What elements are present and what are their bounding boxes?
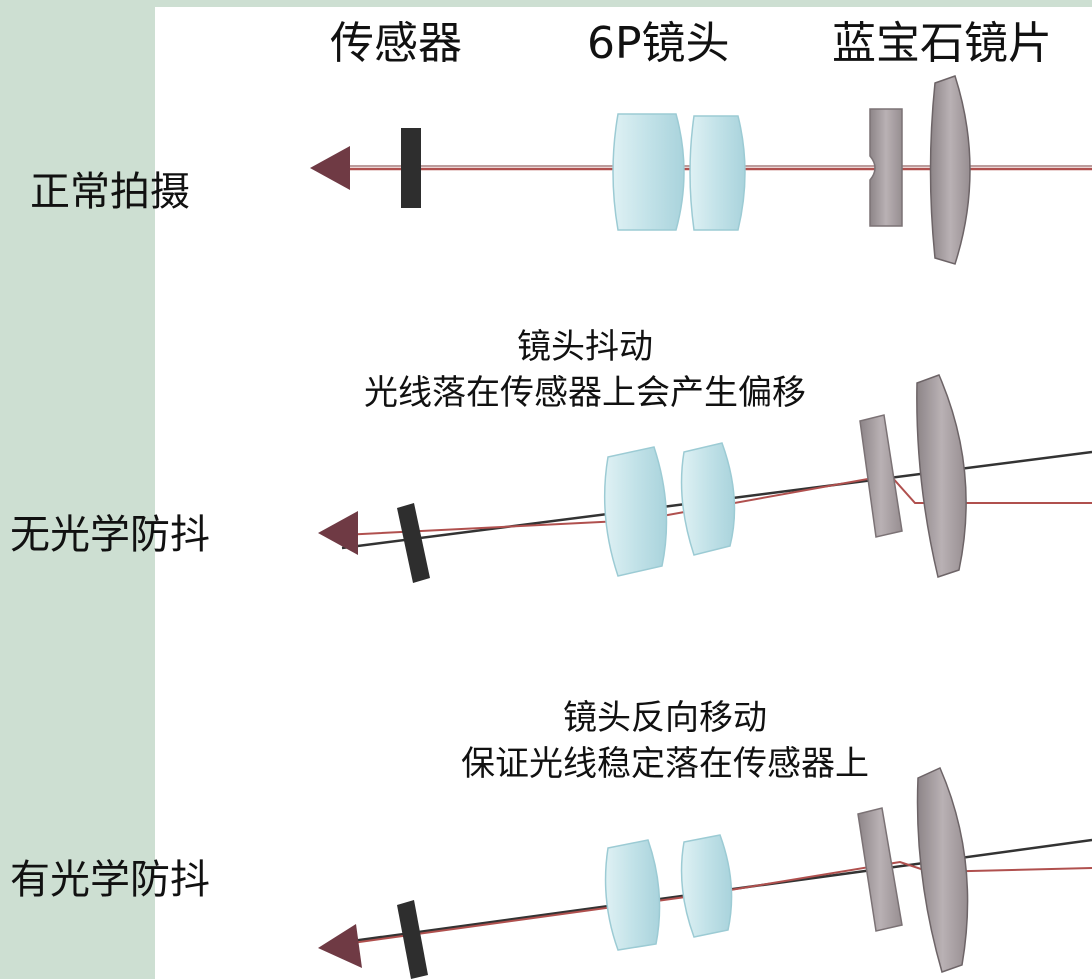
left-panel <box>0 0 155 979</box>
arrow-left-icon <box>318 924 362 968</box>
row-no-ois <box>318 374 1092 583</box>
sensor-block <box>397 503 430 583</box>
sensor-block <box>401 128 421 208</box>
lens-6p-1 <box>612 113 685 231</box>
caption-no-ois-line2: 光线落在传感器上会产生偏移 <box>364 373 806 413</box>
row-with-ois <box>318 767 1092 979</box>
sapphire-lens-large <box>916 767 969 973</box>
sapphire-lens-large <box>916 374 967 578</box>
header-sapphire-lens: 蓝宝石镜片 <box>832 18 1052 69</box>
light-ray-red <box>344 860 1092 945</box>
row-label-no-ois: 无光学防抖 <box>10 512 210 558</box>
caption-no-ois-line1: 镜头抖动 <box>517 327 653 367</box>
arrow-left-icon <box>318 511 358 555</box>
row-label-with-ois: 有光学防抖 <box>10 857 210 903</box>
row-label-normal: 正常拍摄 <box>30 169 190 215</box>
lens-6p-1 <box>604 839 661 951</box>
sapphire-lens-small <box>857 807 903 932</box>
lens-6p-1 <box>603 446 668 577</box>
arrow-left-icon <box>310 146 350 190</box>
lens-6p-2 <box>680 442 736 556</box>
caption-with-ois-line2: 保证光线稳定落在传感器上 <box>461 744 869 784</box>
top-border <box>0 0 1092 7</box>
sensor-block <box>397 900 428 979</box>
caption-with-ois-line1: 镜头反向移动 <box>563 698 767 738</box>
header-6p-lens: 6P镜头 <box>587 18 730 69</box>
lens-6p-2 <box>680 834 733 938</box>
sapphire-lens-small <box>869 108 903 227</box>
lens-6p-2 <box>689 115 746 231</box>
sapphire-lens-small <box>859 414 903 538</box>
row-normal <box>310 75 1092 265</box>
header-sensor: 传感器 <box>330 18 462 69</box>
sapphire-lens-large <box>929 75 971 265</box>
